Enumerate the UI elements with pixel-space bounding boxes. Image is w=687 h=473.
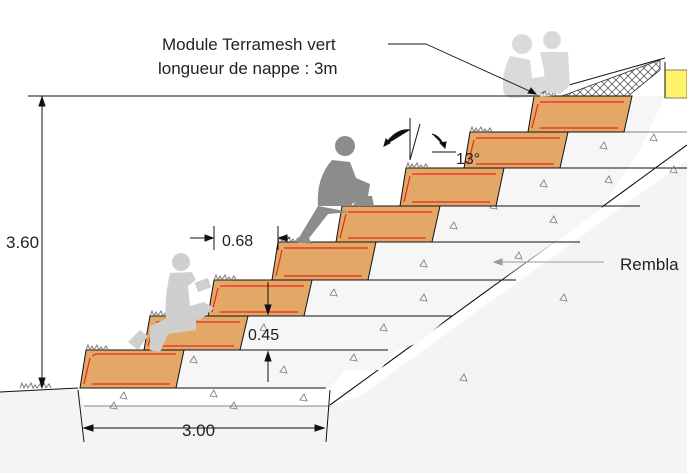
fill-gravel-marks xyxy=(109,133,678,410)
seated-person-reading-icon xyxy=(128,253,214,352)
module-7 xyxy=(463,131,569,169)
top-gravel-strip xyxy=(664,69,687,99)
step-height-dimension xyxy=(264,282,272,382)
base-length-dimension xyxy=(77,389,331,443)
embankment-slope-line xyxy=(329,144,687,406)
module-3 xyxy=(207,279,313,317)
step-width-label: 0.68 xyxy=(222,233,253,250)
module-4 xyxy=(271,241,377,281)
module-6 xyxy=(399,167,505,207)
ground-fill xyxy=(0,160,687,473)
base-length-label: 3.00 xyxy=(182,421,215,440)
module-label-leader xyxy=(388,43,538,95)
step-height-label: 0.45 xyxy=(248,327,279,344)
top-drainage-zone xyxy=(561,59,661,97)
seated-person-icon xyxy=(296,136,374,244)
module-8 xyxy=(527,95,633,133)
height-dimension-label: 3.60 xyxy=(6,233,39,252)
module-1 xyxy=(79,349,185,389)
fill-arrow xyxy=(492,258,604,266)
module-label-line2: longueur de nappe : 3m xyxy=(158,59,338,78)
natural-ground-line xyxy=(0,387,79,393)
module-5 xyxy=(335,205,441,243)
reinforced-fill-zone xyxy=(84,96,665,388)
height-dimension xyxy=(38,95,46,389)
step-width-dimension xyxy=(190,226,290,250)
angle-label: 13° xyxy=(456,151,480,168)
fill-label: Rembla xyxy=(620,255,679,274)
seated-people-icon xyxy=(502,31,570,98)
angle-indicator xyxy=(383,118,456,161)
module-label-line1: Module Terramesh vert xyxy=(162,35,336,54)
terramesh-modules xyxy=(79,95,633,389)
